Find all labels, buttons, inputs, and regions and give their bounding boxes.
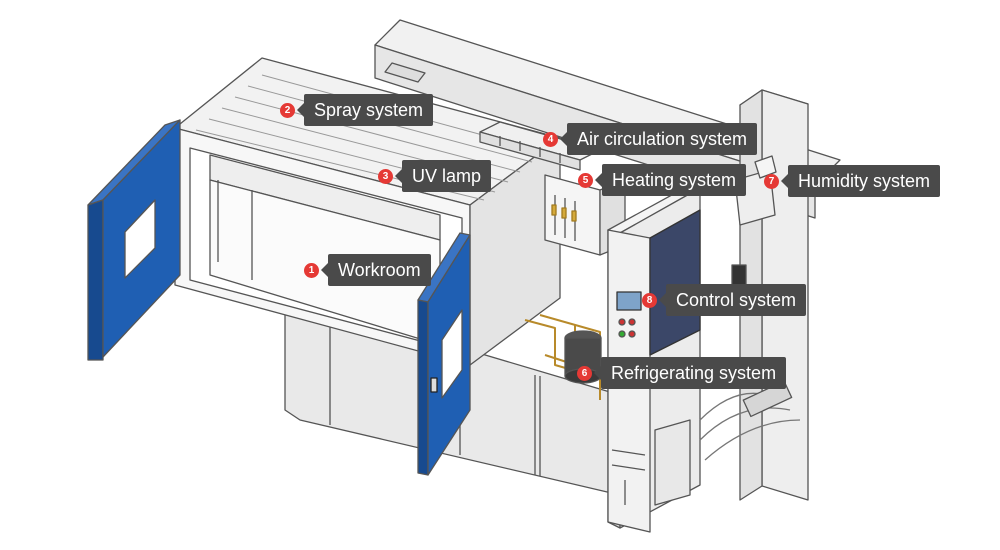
callout-uv-lamp: 3 UV lamp — [378, 160, 492, 192]
callout-label: Workroom — [321, 254, 431, 286]
callout-heating-system: 5 Heating system — [578, 164, 747, 196]
callout-number: 7 — [764, 173, 779, 189]
callout-control-system: 8 Control system — [642, 284, 807, 316]
callout-number: 8 — [642, 292, 657, 308]
callout-air-circulation: 4 Air circulation system — [543, 123, 758, 155]
right-door — [417, 232, 471, 476]
humidity-unit — [654, 155, 801, 506]
left-door — [87, 119, 181, 361]
callout-refrigerating-system: 6 Refrigerating system — [577, 357, 787, 389]
callout-label: Refrigerating system — [593, 357, 787, 389]
callout-number: 2 — [280, 102, 295, 118]
callout-label: Air circulation system — [559, 123, 758, 155]
callout-spray-system: 2 Spray system — [280, 94, 434, 126]
callout-label: Humidity system — [780, 165, 941, 197]
callout-label: Control system — [658, 284, 807, 316]
callout-workroom: 1 Workroom — [304, 254, 431, 286]
callout-humidity-system: 7 Humidity system — [764, 165, 941, 197]
callout-number: 3 — [378, 168, 393, 184]
callout-number: 5 — [578, 172, 593, 188]
callout-number: 1 — [304, 262, 319, 278]
callout-number: 6 — [577, 365, 592, 381]
heater-block — [544, 174, 626, 256]
callout-label: Spray system — [296, 94, 434, 126]
callout-label: UV lamp — [394, 160, 492, 192]
callout-label: Heating system — [594, 164, 747, 196]
callout-number: 4 — [543, 131, 558, 147]
